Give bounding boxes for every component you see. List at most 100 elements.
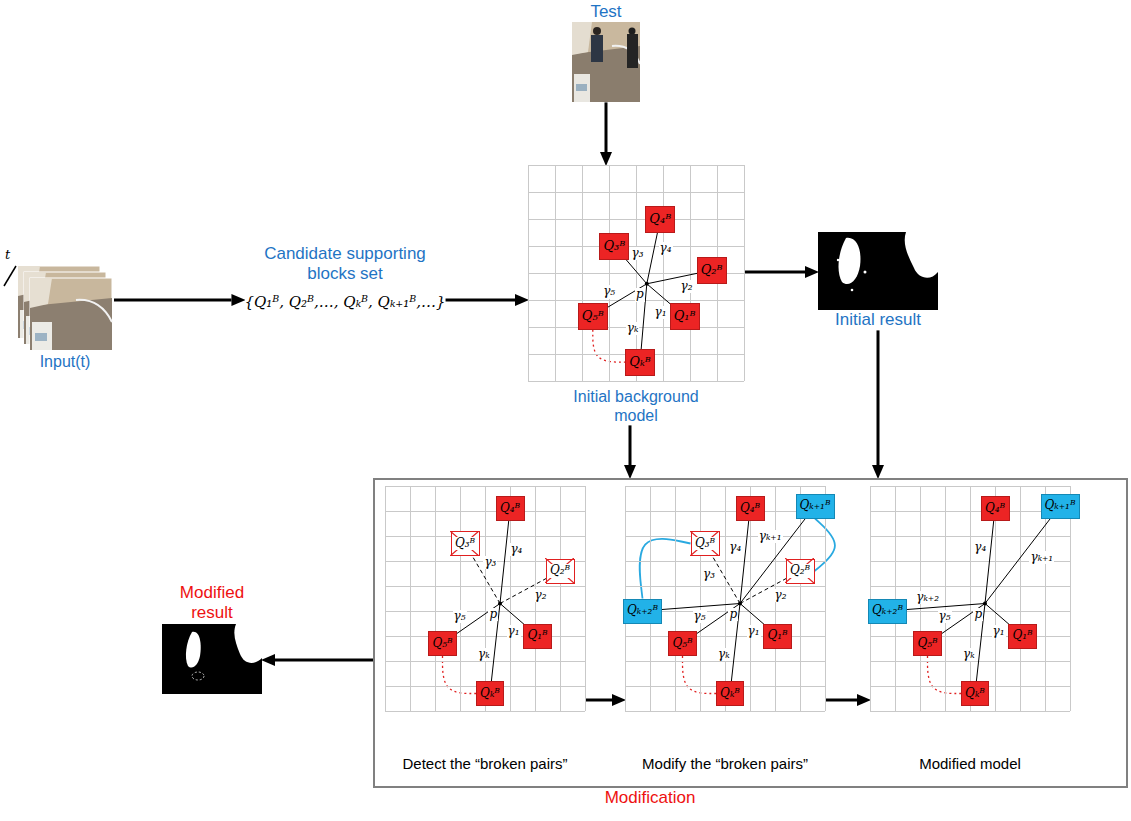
block-label: Q₄ᴮ: [499, 502, 521, 515]
image-caption: Initial result: [818, 310, 938, 330]
weight-label: γ₂: [774, 589, 788, 602]
model-panel: Detect the “broken pairs”Q₄ᴮQ₃ᴮQ₂ᴮQ₅ᴮQ₁ᴮ…: [385, 486, 585, 773]
pixel-dot: [983, 602, 987, 606]
grid-line: [870, 586, 1070, 587]
block-label: Q₅ᴮ: [581, 309, 605, 323]
group-heading: Modification: [605, 788, 696, 808]
grid-line: [485, 486, 486, 711]
image-node: Input(t): [16, 264, 114, 371]
block-square: Q₁ᴮ: [1008, 624, 1037, 649]
block-square: Qₖᴮ: [716, 681, 744, 706]
point-label: p: [973, 608, 983, 621]
grid-line: [385, 611, 585, 612]
block-square: Q₃ᴮ: [599, 233, 629, 260]
block-square: Qₖᴮ: [625, 349, 655, 376]
model-panel: Initial background modelQ₄ᴮQ₃ᴮQ₂ᴮQ₅ᴮQ₁ᴮQ…: [528, 165, 744, 425]
grid: [528, 165, 745, 382]
pair-line: [740, 509, 750, 604]
text-node: Candidate supporting blocks set{Q₁ᴮ, Q₂ᴮ…: [244, 244, 445, 312]
grid-line: [385, 536, 585, 537]
cross-line: [785, 558, 814, 583]
block-square: Q₂ᴮ: [697, 257, 727, 284]
weight-label: γₖ: [962, 648, 976, 661]
flow-arrow: [585, 699, 612, 702]
cross-line: [545, 558, 574, 583]
pixel-dot: [498, 602, 502, 606]
foreground-blob: [234, 624, 262, 663]
weight-label: γ₂: [534, 589, 548, 602]
removed-region: [192, 672, 204, 680]
block-square: Q₃ᴮ: [691, 531, 720, 556]
cross-line: [545, 558, 574, 583]
point-label: p: [635, 288, 645, 301]
weight-label: γ₁: [507, 625, 521, 638]
block-label: Q₂ᴮ: [549, 564, 571, 577]
cabinet: [574, 74, 590, 102]
block-label: Qₖ₊₂ᴮ: [626, 604, 659, 617]
grid-line: [385, 511, 585, 512]
weight-label: γ₁: [992, 625, 1006, 638]
weight-label: γ₅: [602, 285, 616, 298]
grid-line: [675, 486, 676, 711]
point-label: p: [488, 608, 498, 621]
cross-line: [690, 531, 719, 556]
cross-line: [450, 531, 479, 556]
weight-label: γ₅: [453, 610, 467, 623]
grid-line: [528, 219, 744, 220]
cross-line: [450, 531, 479, 556]
grid-line: [870, 486, 1070, 487]
image-caption: Test: [572, 2, 640, 22]
screen: [576, 84, 587, 91]
grid-line: [385, 586, 585, 587]
grid-line: [1070, 486, 1071, 711]
panel-caption: Modify the “broken pairs”: [625, 755, 825, 773]
grid-line: [528, 192, 744, 193]
block-label: Q₁ᴮ: [1011, 629, 1033, 642]
weight-label: γ₄: [728, 541, 742, 554]
result-mask: [162, 624, 262, 694]
block-label: Q₅ᴮ: [916, 637, 938, 650]
grid-line: [625, 636, 825, 637]
grid-line: [528, 165, 744, 166]
person-body: [627, 34, 638, 68]
block-square: Q₂ᴮ: [546, 559, 575, 584]
weight-label: γ₄: [659, 242, 673, 255]
block-square: Q₅ᴮ: [428, 631, 457, 656]
grid-line: [870, 661, 1070, 662]
weight-label: γₖ₊₁: [758, 530, 783, 543]
block-square: Q₄ᴮ: [496, 496, 525, 521]
grid-line: [585, 486, 586, 711]
grid-figure: [385, 486, 586, 712]
person-body: [591, 35, 603, 62]
block-label: Q₂ᴮ: [700, 263, 724, 277]
block-square: Q₃ᴮ: [451, 531, 480, 556]
noise-dot: [851, 289, 854, 292]
model-panel: Modified modelQ₄ᴮQₖ₊₁ᴮQₖ₊₂ᴮQ₅ᴮQ₁ᴮQₖᴮγ₄γₖ…: [870, 486, 1070, 773]
block-square: Qₖ₊₂ᴮ: [623, 599, 662, 624]
weight-label: γ₄: [973, 541, 987, 554]
image-caption: Modified result: [162, 583, 262, 624]
grid-line: [870, 711, 1070, 712]
block-square: Q₄ᴮ: [736, 496, 765, 521]
flow-arrow: [114, 299, 231, 302]
block-label: Qₖ₊₁ᴮ: [1044, 499, 1077, 512]
block-square: Qₖᴮ: [961, 681, 989, 706]
weight-label: γ₃: [702, 568, 716, 581]
block-label: Q₃ᴮ: [602, 239, 626, 253]
weight-label: γₖ: [717, 648, 731, 661]
grid-line: [625, 586, 825, 587]
weight-label: γ₁: [747, 625, 761, 638]
grid-line: [385, 661, 585, 662]
weight-label: γₖ: [626, 322, 640, 335]
noise-dot: [864, 271, 867, 274]
block-square: Q₅ᴮ: [578, 303, 608, 330]
weight-label: γ₅: [693, 610, 707, 623]
block-label: Q₄ᴮ: [648, 212, 672, 226]
weight-label: γ₁: [654, 306, 668, 319]
point-label: p: [728, 608, 738, 621]
grid-line: [385, 711, 585, 712]
wall-light: [572, 22, 592, 55]
block-square: Q₂ᴮ: [786, 559, 815, 584]
grid-line: [744, 165, 745, 381]
